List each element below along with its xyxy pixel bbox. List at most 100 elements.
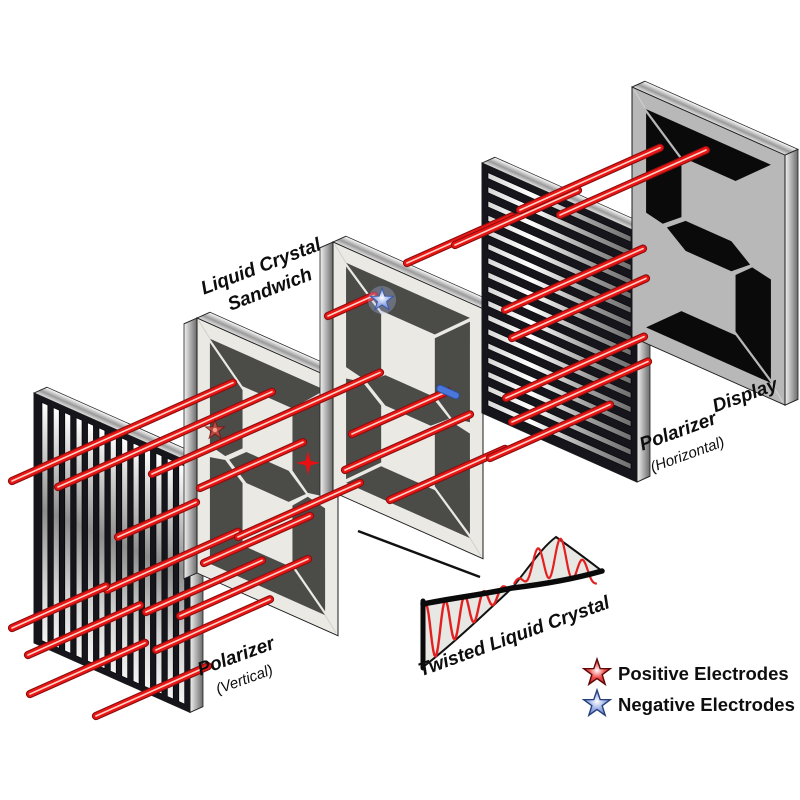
ray-stroke	[151, 371, 381, 475]
ray-stroke	[145, 559, 263, 613]
ray-stroke	[237, 481, 361, 538]
ray-stroke	[505, 335, 645, 399]
ray-stroke	[504, 247, 644, 311]
ray-stroke	[11, 585, 107, 629]
bevel-line	[324, 614, 337, 634]
twisted-liquid-crystal-ribbon	[420, 535, 605, 671]
light-ray	[199, 511, 315, 568]
legend-item-negative: Negative Electrodes	[581, 687, 795, 718]
ray-stroke	[511, 277, 647, 339]
digit-segment-D	[646, 311, 771, 383]
light-ray	[91, 662, 213, 721]
display-panel	[630, 80, 800, 406]
legend-item-positive: Positive Electrodes	[581, 656, 789, 687]
light-rays	[7, 143, 711, 721]
light-ray	[385, 444, 510, 505]
ray-stroke	[106, 530, 239, 591]
ray-stroke	[179, 558, 309, 617]
slat	[121, 437, 128, 680]
digit-segment-G	[666, 220, 751, 272]
digit-segment-D	[346, 466, 470, 539]
star-highlight	[212, 427, 218, 433]
negative-electrode-dash-icon	[436, 384, 460, 400]
ray-stroke	[327, 294, 375, 317]
ribbon-axis-edge	[420, 568, 605, 607]
slat	[64, 412, 71, 654]
liquid-crystal-back-panel	[319, 235, 498, 560]
slat	[110, 432, 117, 675]
slat	[41, 402, 49, 644]
ray-stroke	[95, 665, 209, 717]
panel-side-edge	[784, 148, 799, 406]
light-ray	[102, 527, 243, 595]
bevel-line	[334, 244, 347, 263]
slat	[487, 172, 632, 243]
light-ray	[233, 478, 365, 542]
ray-stroke	[511, 360, 649, 423]
slat	[132, 442, 140, 685]
light-ray	[151, 595, 275, 655]
ray-stroke	[344, 413, 471, 471]
light-ray	[53, 387, 277, 492]
ray-stroke	[519, 146, 661, 211]
negative-electrode-star-icon	[581, 687, 613, 718]
slat	[167, 457, 174, 700]
bevel-line	[771, 384, 784, 403]
panel-stack	[32, 80, 800, 714]
light-ray	[23, 601, 145, 660]
positive-electrode-star-icon	[581, 656, 613, 687]
digit-segment-B	[292, 393, 326, 497]
light-wave-vertical	[424, 585, 510, 658]
light-ray	[195, 438, 308, 493]
light-ray	[507, 357, 653, 427]
ray-stroke	[29, 642, 146, 695]
panel-side-edge	[183, 317, 198, 580]
light-ray	[347, 387, 453, 439]
ray-stroke	[11, 381, 234, 482]
digit-segment-A	[346, 262, 470, 335]
light-ray	[500, 244, 648, 315]
panel-side-edge	[319, 241, 334, 499]
ray-stroke	[559, 149, 707, 216]
slat	[53, 407, 60, 649]
light-ray	[450, 186, 583, 250]
digit-segment-C	[292, 496, 326, 612]
ray-stroke	[489, 403, 611, 459]
ray-stroke	[117, 501, 197, 538]
slat	[155, 452, 163, 695]
light-ray	[175, 554, 313, 621]
ray-stroke	[155, 598, 271, 651]
digit-segment-G	[366, 375, 450, 426]
ray-stroke	[351, 390, 449, 435]
electrode-markers	[204, 286, 460, 475]
light-ray	[141, 556, 267, 617]
positive-electrode-spark-icon	[296, 451, 320, 475]
light-wave-twisted	[513, 537, 597, 585]
negative-electrode-star-icon	[369, 286, 395, 311]
digit-segment-C	[434, 421, 470, 535]
light-ray	[147, 368, 385, 479]
ray-stroke	[57, 390, 273, 488]
ray-stroke	[27, 604, 141, 656]
slat	[98, 427, 106, 669]
digit-segment-A	[646, 109, 771, 181]
light-ray	[515, 143, 665, 215]
ray-stroke	[389, 448, 506, 501]
digit-segment-F	[346, 266, 382, 379]
light-ray	[25, 638, 150, 699]
legend: Positive Electrodes Negative Electrodes	[581, 656, 795, 718]
bevel-line	[469, 537, 482, 557]
bevel-line	[198, 320, 211, 339]
polarizer-horizontal-panel	[480, 156, 652, 483]
digit-segment-A	[209, 338, 326, 409]
light-ray	[323, 291, 379, 321]
light-ray	[7, 378, 238, 486]
ray-stroke	[203, 515, 311, 564]
bevel-line	[633, 89, 646, 108]
legend-positive-label: Positive Electrodes	[618, 663, 789, 684]
ray-stroke	[199, 441, 304, 489]
digit-segment-C	[735, 267, 771, 380]
slat	[87, 422, 94, 664]
